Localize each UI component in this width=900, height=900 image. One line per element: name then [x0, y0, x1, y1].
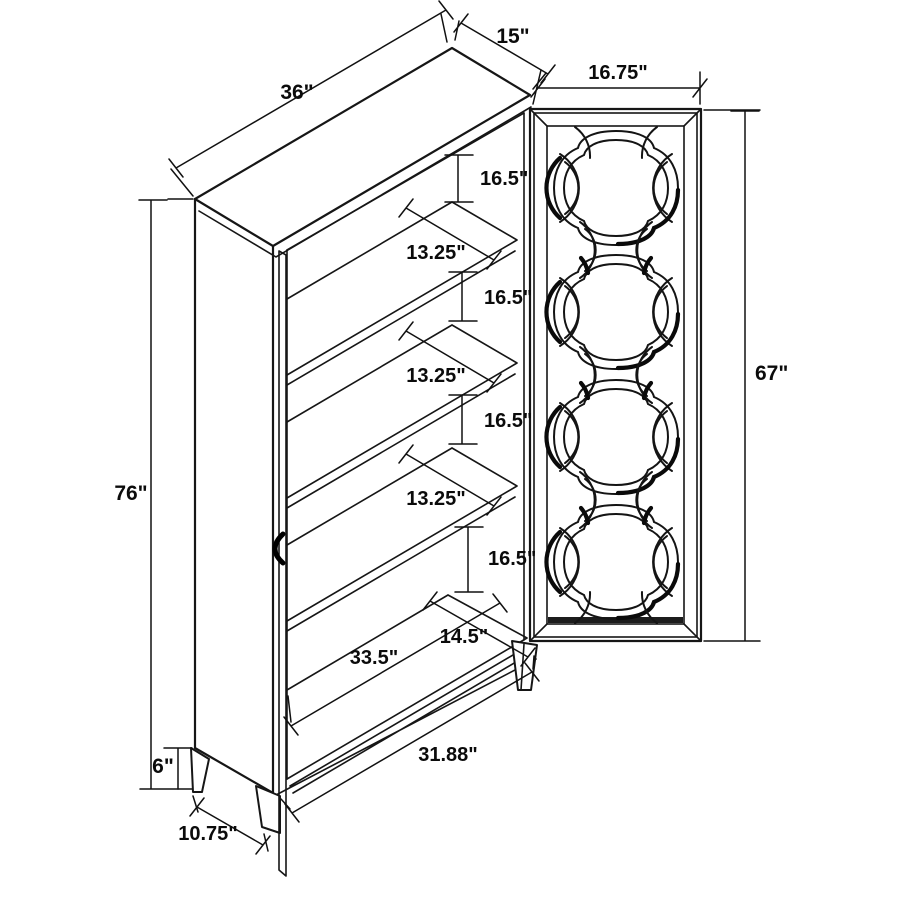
dim-shelf-depth-2: 13.25" — [398, 321, 502, 393]
dim-top-depth-label: 15" — [496, 25, 529, 48]
dim-shelf-spacing-4: 16.5" — [454, 526, 536, 593]
dim-shelf-depth-1: 13.25" — [398, 198, 502, 270]
left-back-leg — [190, 747, 210, 793]
dim-door-height-label: 67" — [755, 362, 788, 385]
dim-shelf-spacing-1: 16.5" — [444, 154, 528, 203]
dim-door-width-label: 16.75" — [588, 62, 648, 84]
dimension-lines: 36" 15" 16.75" 67" 76" 6" — [114, 0, 788, 855]
dim-overall-height-label: 76" — [114, 482, 147, 505]
dim-shelf-spacing-2: 16.5" — [448, 271, 532, 322]
shelf — [286, 447, 518, 632]
door-miter-joints — [529, 108, 702, 642]
quatrefoil-pattern — [546, 126, 678, 624]
dim-shelf-depth-3-label: 13.25" — [406, 488, 466, 510]
dim-shelf-spacing-2-label: 16.5" — [484, 287, 532, 309]
base-front-rail — [275, 644, 537, 796]
dim-overall-height: 76" — [114, 198, 194, 790]
door-handle — [272, 531, 286, 566]
dim-shelf-spacing-3-label: 16.5" — [484, 410, 532, 432]
dim-top-width: 36" — [168, 0, 454, 197]
dim-bottom-shelf-depth-label: 14.5" — [440, 626, 488, 648]
top-face — [193, 46, 532, 248]
dim-interior-width: 33.5" — [283, 593, 508, 736]
dim-shelf-spacing-1-label: 16.5" — [480, 168, 528, 190]
dim-shelf-depth-3: 13.25" — [398, 444, 502, 516]
dim-shelf-depth-2-label: 13.25" — [406, 365, 466, 387]
dim-leg-height: 6" — [152, 747, 193, 790]
shelf — [286, 324, 518, 509]
left-side-panel — [193, 197, 275, 795]
left-front-leg — [255, 785, 281, 834]
dim-shelf-spacing-3: 16.5" — [448, 394, 532, 445]
dim-shelf-depth-1-label: 13.25" — [406, 242, 466, 264]
dim-door-height: 67" — [703, 109, 788, 642]
dim-shelf-spacing-4-label: 16.5" — [488, 548, 536, 570]
dim-top-width-label: 36" — [280, 81, 313, 104]
door-bottom-shadow — [548, 617, 683, 623]
interior-ceiling — [286, 112, 525, 251]
dim-door-width: 16.75" — [530, 62, 708, 105]
open-door-edge — [272, 250, 287, 877]
cabinet-body — [190, 46, 538, 877]
door-front — [528, 107, 703, 643]
dim-leg-depth-label: 10.75" — [178, 823, 238, 845]
dim-base-front-width: 31.88" — [280, 655, 540, 823]
dim-base-front-width-label: 31.88" — [418, 744, 478, 766]
dim-leg-height-label: 6" — [152, 755, 174, 778]
dim-leg-depth: 10.75" — [178, 795, 271, 855]
dim-interior-width-label: 33.5" — [350, 647, 398, 669]
bottom-shelf — [275, 594, 537, 796]
shelf — [286, 201, 518, 386]
dim-top-depth: 15" — [453, 13, 556, 90]
top-face-trim — [198, 106, 532, 258]
